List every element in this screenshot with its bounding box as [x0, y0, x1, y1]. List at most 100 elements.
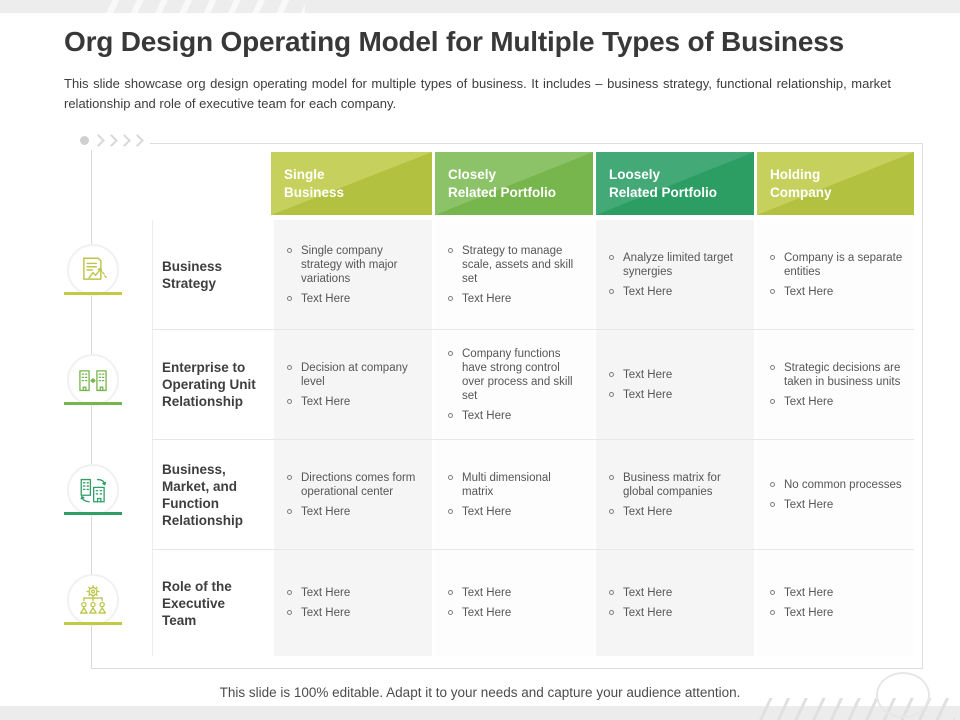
- bullet-icon: [287, 610, 292, 615]
- bullet-item: Text Here: [445, 409, 585, 423]
- cell-text: Text Here: [301, 607, 351, 619]
- cell-text: Text Here: [301, 292, 351, 305]
- bullet-item: Text Here: [445, 292, 585, 306]
- bullet-icon: [448, 295, 453, 301]
- column-header-text: Single: [284, 166, 325, 182]
- bullet-icon: [770, 398, 775, 404]
- cell-text: Text Here: [462, 505, 512, 518]
- bullet-item: Text Here: [284, 586, 424, 600]
- table-row-market-function-relationship: Business, Market, and Function Relations…: [152, 440, 914, 550]
- gear-team-icon: [67, 574, 119, 626]
- table-cell: Text Here Text Here: [593, 550, 754, 656]
- bullet-item: Directions comes form operational center: [284, 471, 424, 499]
- cell-text: Single company strategy with major varia…: [301, 244, 398, 285]
- cell-text: Company is a separate entities: [784, 251, 903, 278]
- bullet-icon: [287, 364, 292, 370]
- bullet-icon: [770, 481, 775, 487]
- column-header-text: Closely: [448, 166, 497, 182]
- page-title: Org Design Operating Model for Multiple …: [64, 26, 844, 57]
- cell-text: Text Here: [301, 505, 351, 518]
- bullet-item: Text Here: [767, 285, 906, 299]
- frame-top-line: [150, 143, 922, 144]
- table-cell: Text Here Text Here: [271, 550, 432, 656]
- bullet-icon: [448, 350, 453, 356]
- bullet-item: Text Here: [606, 368, 746, 382]
- cell-text: Text Here: [462, 607, 512, 619]
- bullet-item: Company functions have strong control ov…: [445, 347, 585, 403]
- row-header: Business, Market, and Function Relations…: [152, 440, 271, 549]
- cell-text: Decision at company level: [301, 361, 408, 388]
- row-accent-line: [64, 292, 122, 295]
- bullet-item: Text Here: [445, 606, 585, 620]
- row-header: Role of the Executive Team: [152, 550, 271, 656]
- cell-text: Text Here: [462, 292, 512, 305]
- bullet-item: Text Here: [606, 388, 746, 402]
- table-cell: Single company strategy with major varia…: [271, 220, 432, 329]
- cell-text: Text Here: [784, 498, 834, 511]
- chevron-arrows-decoration: [80, 134, 146, 147]
- bullet-item: Text Here: [767, 606, 906, 620]
- cell-text: Business matrix for global companies: [623, 471, 721, 498]
- row-accent-line: [64, 402, 122, 405]
- table-cell: Directions comes form operational center…: [271, 440, 432, 549]
- bullet-item: Multi dimensional matrix: [445, 471, 585, 499]
- bullet-icon: [609, 254, 614, 260]
- bullet-item: Text Here: [606, 285, 746, 299]
- cell-text: Text Here: [462, 409, 512, 422]
- cell-text: Text Here: [784, 607, 834, 619]
- bullet-item: Text Here: [606, 586, 746, 600]
- bullet-item: Text Here: [284, 505, 424, 519]
- chevron-right-icon: [92, 134, 105, 147]
- bullet-icon: [287, 474, 292, 480]
- cell-text: Text Here: [623, 587, 673, 599]
- bullet-item: Text Here: [767, 498, 906, 512]
- circle-decoration: [876, 672, 930, 718]
- buildings-exchange-icon: [67, 464, 119, 516]
- column-header-text: Business: [284, 184, 345, 200]
- table-cell: Multi dimensional matrix Text Here: [432, 440, 593, 549]
- bullet-icon: [609, 391, 614, 397]
- bullet-item: Strategic decisions are taken in busines…: [767, 361, 906, 389]
- table-row-enterprise-relationship: Enterprise to Operating Unit Relationshi…: [152, 330, 914, 440]
- table-cell: No common processes Text Here: [754, 440, 914, 549]
- bullet-icon: [609, 610, 614, 615]
- bullet-item: Text Here: [606, 505, 746, 519]
- bullet-icon: [287, 295, 292, 301]
- cell-text: Text Here: [623, 285, 673, 298]
- table-cell: Text Here Text Here: [593, 330, 754, 439]
- slide-description: This slide showcase org design operating…: [64, 76, 891, 111]
- bullet-item: Analyze limited target synergies: [606, 251, 746, 279]
- bullet-icon: [770, 610, 775, 615]
- bullet-item: Single company strategy with major varia…: [284, 244, 424, 286]
- cell-text: Strategy to manage scale, assets and ski…: [462, 244, 574, 285]
- bullet-icon: [770, 590, 775, 595]
- bullet-icon: [448, 412, 453, 418]
- bullet-icon: [287, 247, 292, 253]
- cell-text: Text Here: [784, 285, 834, 298]
- timeline-dot: [80, 136, 89, 145]
- column-header-closely-related: Closely Related Portfolio: [432, 152, 593, 215]
- cell-text: Text Here: [784, 587, 834, 599]
- bullet-icon: [609, 474, 614, 480]
- column-header-text: Holding: [770, 166, 821, 182]
- bullet-item: Business matrix for global companies: [606, 471, 746, 499]
- row-header: Enterprise to Operating Unit Relationshi…: [152, 330, 271, 439]
- cell-text: Text Here: [623, 607, 673, 619]
- bullet-icon: [770, 254, 775, 260]
- bullet-item: Text Here: [767, 395, 906, 409]
- bullet-item: Company is a separate entities: [767, 251, 906, 279]
- row-accent-line: [64, 622, 122, 625]
- bullet-item: Text Here: [284, 395, 424, 409]
- bullet-icon: [287, 590, 292, 595]
- bullet-icon: [609, 508, 614, 514]
- buildings-link-icon: [67, 354, 119, 406]
- bullet-icon: [448, 474, 453, 480]
- table-cell: Strategy to manage scale, assets and ski…: [432, 220, 593, 329]
- cell-text: Text Here: [301, 587, 351, 599]
- column-header-text: Loosely: [609, 166, 661, 182]
- timeline-line: [91, 150, 92, 668]
- column-header-text: Company: [770, 184, 832, 200]
- cell-text: Analyze limited target synergies: [623, 251, 733, 278]
- bullet-icon: [770, 288, 775, 294]
- cell-text: Company functions have strong control ov…: [462, 347, 573, 402]
